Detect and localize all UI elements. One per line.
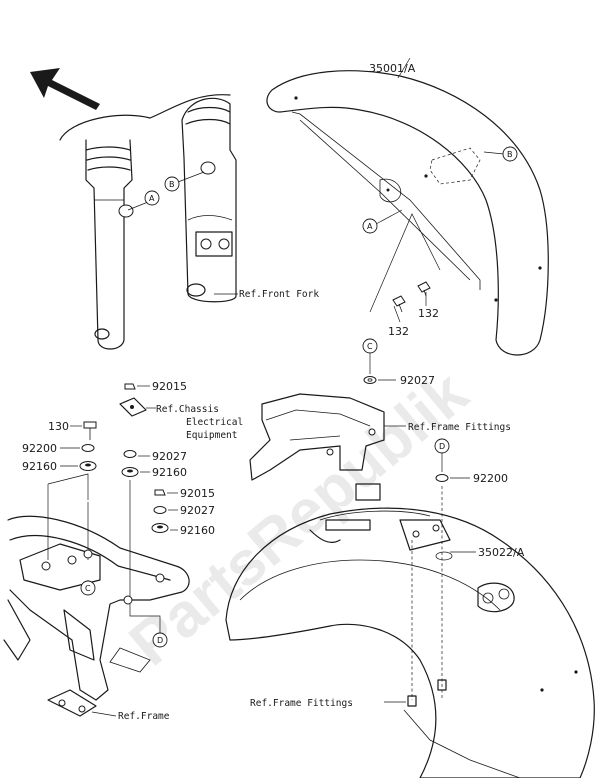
front-fork-assembly (59, 94, 238, 350)
svg-text:130: 130 (48, 420, 69, 433)
grommet-92160-low: 92160 (151, 523, 215, 537)
svg-text:92200: 92200 (22, 442, 57, 455)
callout-b-fork: B (164, 171, 205, 192)
svg-text:92160: 92160 (152, 466, 187, 479)
svg-text:92027: 92027 (152, 450, 187, 463)
washer-92027-mid: 92027 (153, 504, 215, 517)
ref-frame-fittings-top: Ref.Frame Fittings (408, 422, 511, 433)
rear-fender (225, 486, 595, 778)
bracket-part (119, 397, 156, 417)
svg-text:B: B (169, 180, 175, 189)
rear-frame (3, 515, 190, 717)
ref-front-fork: Ref.Front Fork (239, 289, 319, 300)
svg-text:A: A (367, 222, 373, 231)
svg-text:C: C (367, 342, 373, 351)
bolt-132-left (392, 295, 406, 313)
front-fender: 35001/A 132 132 (266, 57, 549, 356)
svg-text:B: B (507, 150, 513, 159)
callout-c-frame: C (80, 580, 96, 596)
washer-92027-top: 92027 (123, 450, 187, 463)
callout-d-frame: D (152, 632, 168, 648)
washer-92200-d: 92200 (435, 472, 508, 485)
svg-text:92027: 92027 (180, 504, 215, 517)
ref-chassis-line1: Ref.Chassis (156, 404, 219, 415)
ref-frame: Ref.Frame (118, 711, 170, 722)
svg-text:A: A (149, 194, 155, 203)
svg-text:92015: 92015 (152, 380, 187, 393)
part-number-35001a: 35001/A (369, 62, 416, 75)
ref-chassis-line3: Equipment (186, 430, 237, 441)
callout-a-fork: A (127, 190, 160, 211)
svg-text:92200: 92200 (473, 472, 508, 485)
washer-92027-c: 92027 (363, 374, 435, 387)
svg-text:92015: 92015 (180, 487, 215, 500)
svg-text:D: D (439, 442, 445, 451)
part-number-92027-c: 92027 (400, 374, 435, 387)
bolt-130: 130 (48, 420, 97, 440)
grommet-92160-left: 92160 (22, 460, 97, 473)
nut-92015-mid: 92015 (154, 487, 215, 500)
grommet-92160-top: 92160 (121, 466, 187, 479)
ref-chassis-line2: Electrical (186, 417, 243, 428)
bolt-132-right (417, 281, 431, 297)
part-number-35022a: 35022/A (478, 546, 525, 559)
rear-fender-bracket (249, 393, 406, 501)
ref-frame-fittings-bottom: Ref.Frame Fittings (250, 698, 353, 709)
callout-d-top: D (434, 438, 450, 472)
direction-arrow-icon (30, 68, 100, 110)
svg-text:92160: 92160 (22, 460, 57, 473)
callout-a-fender: A (362, 209, 403, 234)
nut-92015-top: 92015 (124, 380, 187, 393)
svg-text:C: C (85, 584, 91, 593)
callout-c-top: C (362, 338, 378, 374)
part-number-132-right: 132 (418, 307, 439, 320)
svg-text:D: D (157, 636, 163, 645)
svg-text:92160: 92160 (180, 524, 215, 537)
callout-b-fender: B (483, 146, 518, 162)
part-number-132-left: 132 (388, 325, 409, 338)
washer-92200-left: 92200 (22, 442, 95, 455)
